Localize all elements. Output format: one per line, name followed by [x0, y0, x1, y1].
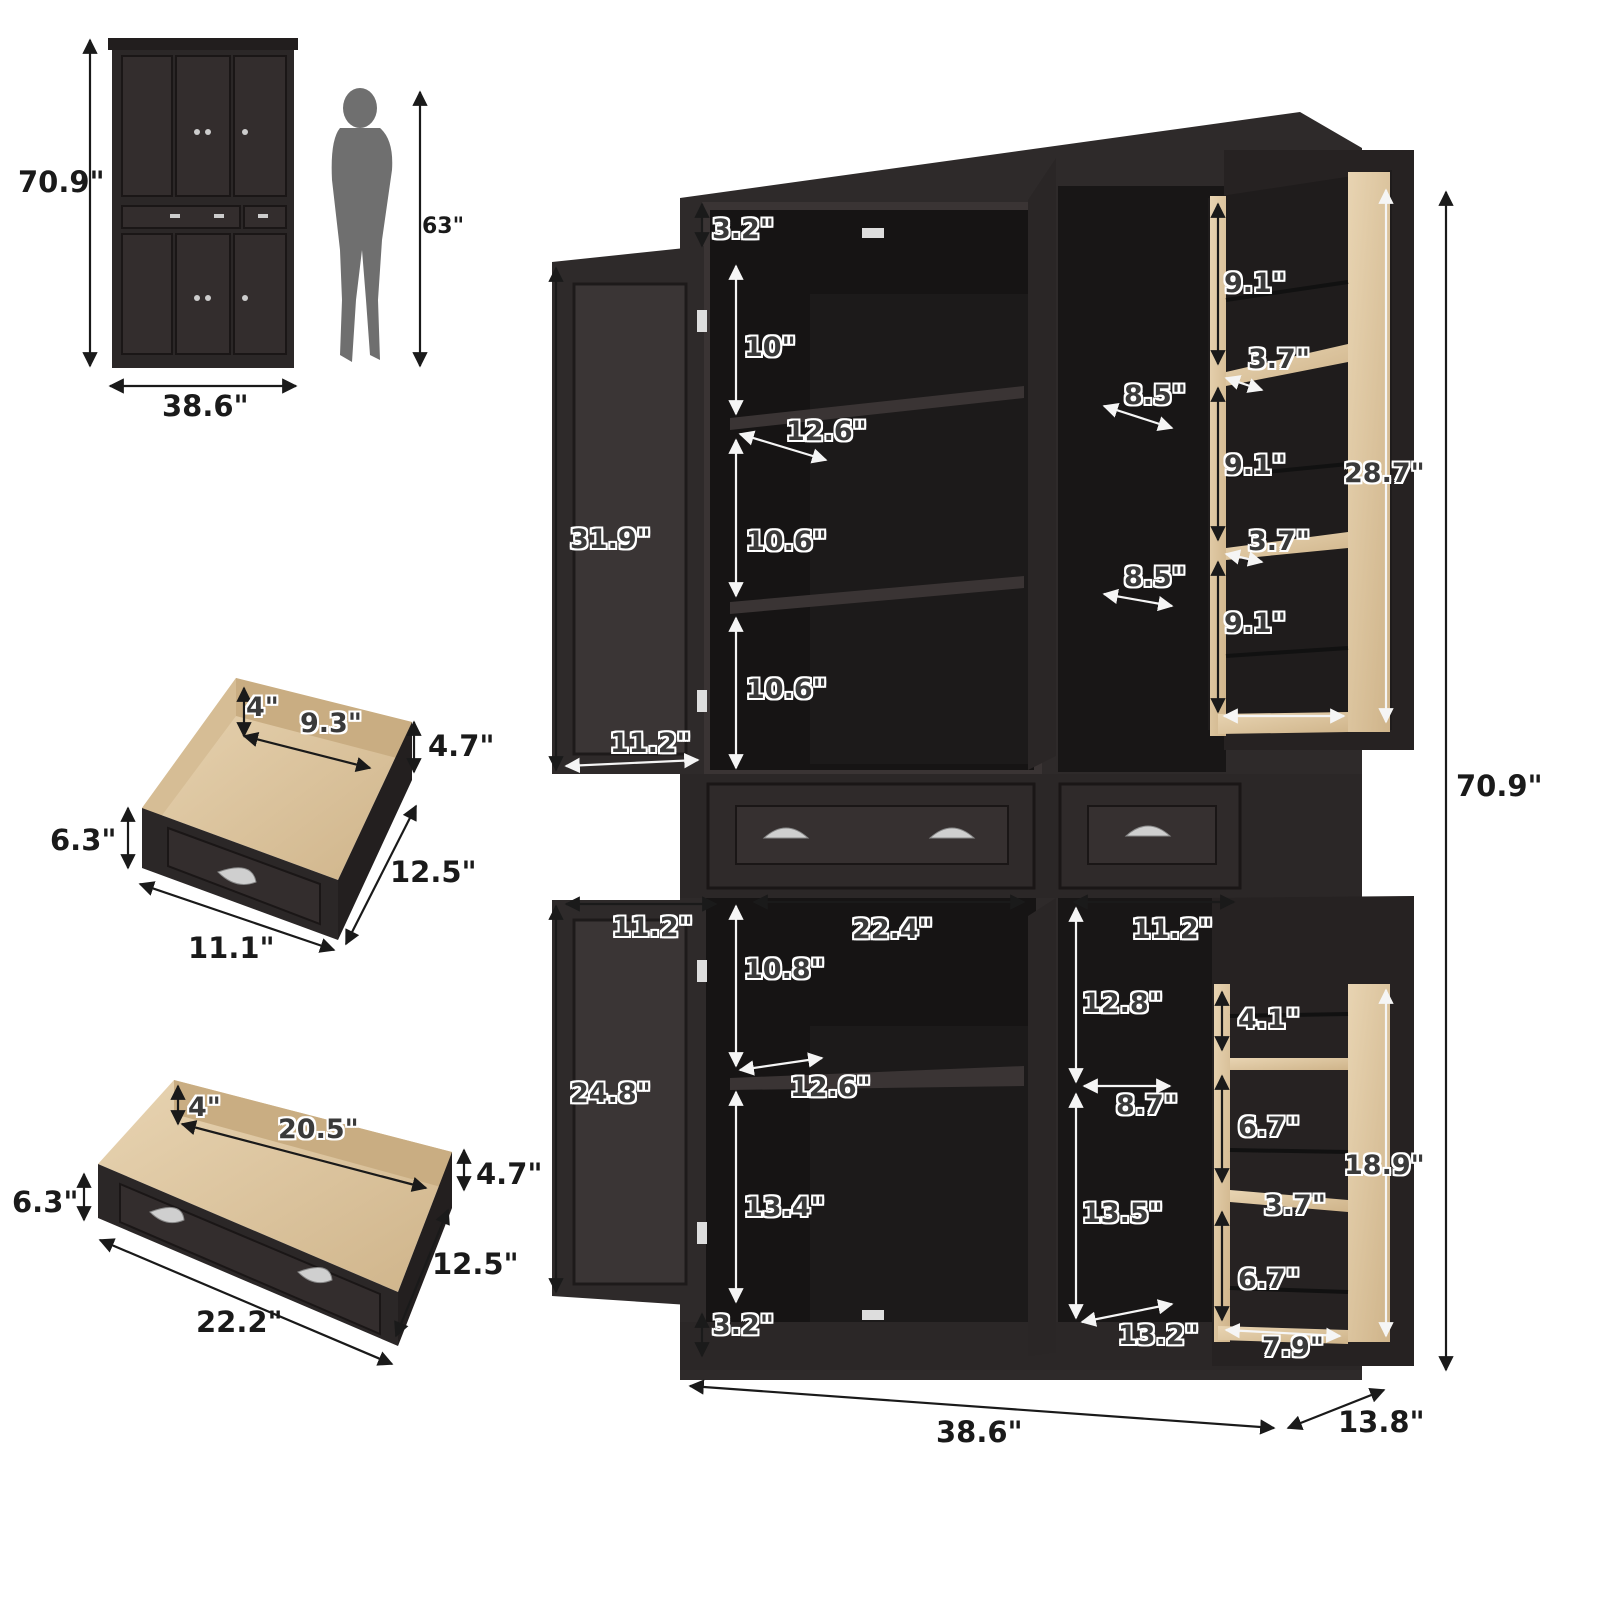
- overview-width-label: 38.6": [162, 389, 249, 423]
- total-depth-label: 13.8": [1338, 1405, 1425, 1439]
- upper-right-depth-1-label: 8.5": [1124, 380, 1186, 411]
- upper-left-door-width-label: 11.2": [610, 728, 691, 759]
- lower-rack-3-label: 6.7": [1238, 1264, 1300, 1295]
- lower-shelf-1-label: 10.8": [744, 954, 825, 985]
- upper-rack-lip-2-label: 3.7": [1248, 526, 1310, 557]
- lower-right-1-label: 12.8": [1082, 988, 1163, 1019]
- upper-shelf-3-label: 10.6": [746, 674, 827, 705]
- upper-shelf-2-label: 10.6": [746, 526, 827, 557]
- lower-shelf-depth-label: 12.6": [790, 1072, 871, 1103]
- overview-cabinet: [82, 38, 298, 394]
- upper-rack-2-label: 9.1": [1224, 450, 1286, 481]
- large-drawer: [76, 1080, 472, 1366]
- small-drawer-inner-depth-label: 4": [246, 692, 279, 723]
- lower-rack-width-label: 7.9": [1262, 1332, 1324, 1363]
- small-drawer-front-height-label: 6.3": [50, 823, 117, 857]
- person-height-label: 63": [422, 214, 465, 239]
- small-drawer: [120, 678, 422, 953]
- small-drawer-inner-height-label: 4.7": [428, 729, 495, 763]
- upper-rack-lip-1-label: 3.7": [1248, 344, 1310, 375]
- lower-right-2-label: 13.5": [1082, 1198, 1163, 1229]
- upper-shelf-depth-label: 12.6": [786, 416, 867, 447]
- lower-rack-2-label: 6.7": [1238, 1112, 1300, 1143]
- lower-left-door-width-label: 11.2": [612, 912, 693, 943]
- upper-rack-1-label: 9.1": [1224, 268, 1286, 299]
- large-drawer-front-width-label: 22.2": [196, 1305, 283, 1339]
- lower-center-width-label: 22.4": [852, 914, 933, 945]
- small-drawer-depth-label: 12.5": [390, 855, 477, 889]
- large-drawer-inner-width-label: 20.5": [278, 1114, 359, 1145]
- lower-left-door-height-label: 24.8": [570, 1078, 651, 1109]
- total-width-label: 38.6": [936, 1415, 1023, 1449]
- lower-right-depth-label: 8.7": [1116, 1090, 1178, 1121]
- upper-rack-3-label: 9.1": [1224, 608, 1286, 639]
- small-drawer-front-width-label: 11.1": [188, 931, 275, 965]
- large-drawer-inner-height-label: 4.7": [476, 1157, 543, 1191]
- total-height-label: 70.9": [1456, 769, 1543, 803]
- upper-shelf-1-label: 10": [744, 332, 796, 363]
- lower-right-bottom-depth-label: 13.2": [1118, 1320, 1199, 1351]
- overview-height-label: 70.9": [18, 165, 105, 199]
- lower-rack-lip-label: 3.7": [1264, 1190, 1326, 1221]
- bottom-gap-label: 3.2": [712, 1310, 774, 1341]
- large-drawer-front-height-label: 6.3": [12, 1185, 79, 1219]
- large-drawer-depth-label: 12.5": [432, 1247, 519, 1281]
- upper-rack-height-label: 28.7": [1344, 458, 1425, 489]
- upper-right-depth-2-label: 8.5": [1124, 562, 1186, 593]
- lower-rack-1-label: 4.1": [1238, 1004, 1300, 1035]
- person-silhouette: [331, 88, 393, 362]
- main-cabinet: [548, 112, 1454, 1435]
- small-drawer-inner-width-label: 9.3": [300, 708, 362, 739]
- upper-left-door-height-label: 31.9": [570, 524, 651, 555]
- lower-right-width-label: 11.2": [1132, 914, 1213, 945]
- lower-shelf-2-label: 13.4": [744, 1192, 825, 1223]
- lower-rack-height-label: 18.9": [1344, 1150, 1425, 1181]
- top-gap-label: 3.2": [712, 214, 774, 245]
- large-drawer-inner-depth-label: 4": [188, 1092, 221, 1123]
